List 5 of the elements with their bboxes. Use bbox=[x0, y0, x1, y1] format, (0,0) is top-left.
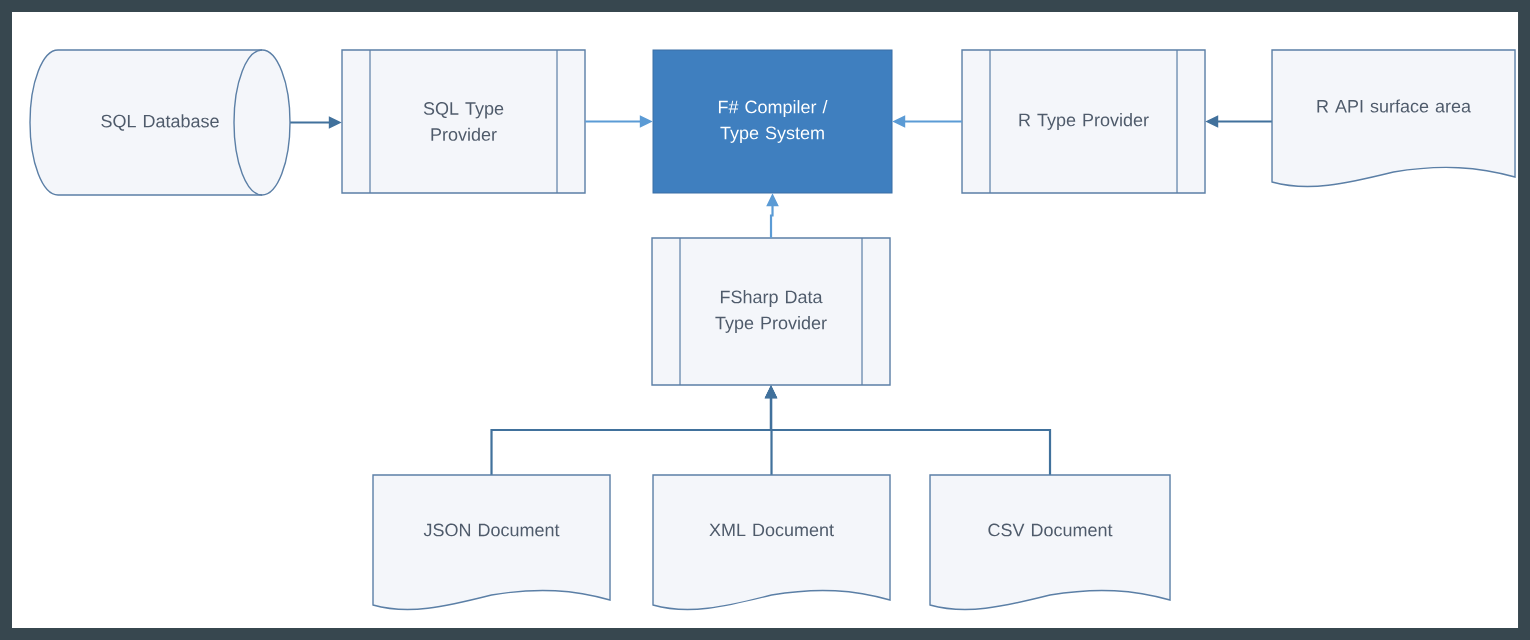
database-cylinder: SQL Database bbox=[29, 49, 291, 196]
process-box: FSharp Data Type Provider bbox=[651, 237, 891, 386]
process-box: F# Compiler / Type System bbox=[652, 49, 893, 194]
process-box: SQL Type Provider bbox=[341, 49, 586, 194]
process-box: R Type Provider bbox=[961, 49, 1206, 194]
